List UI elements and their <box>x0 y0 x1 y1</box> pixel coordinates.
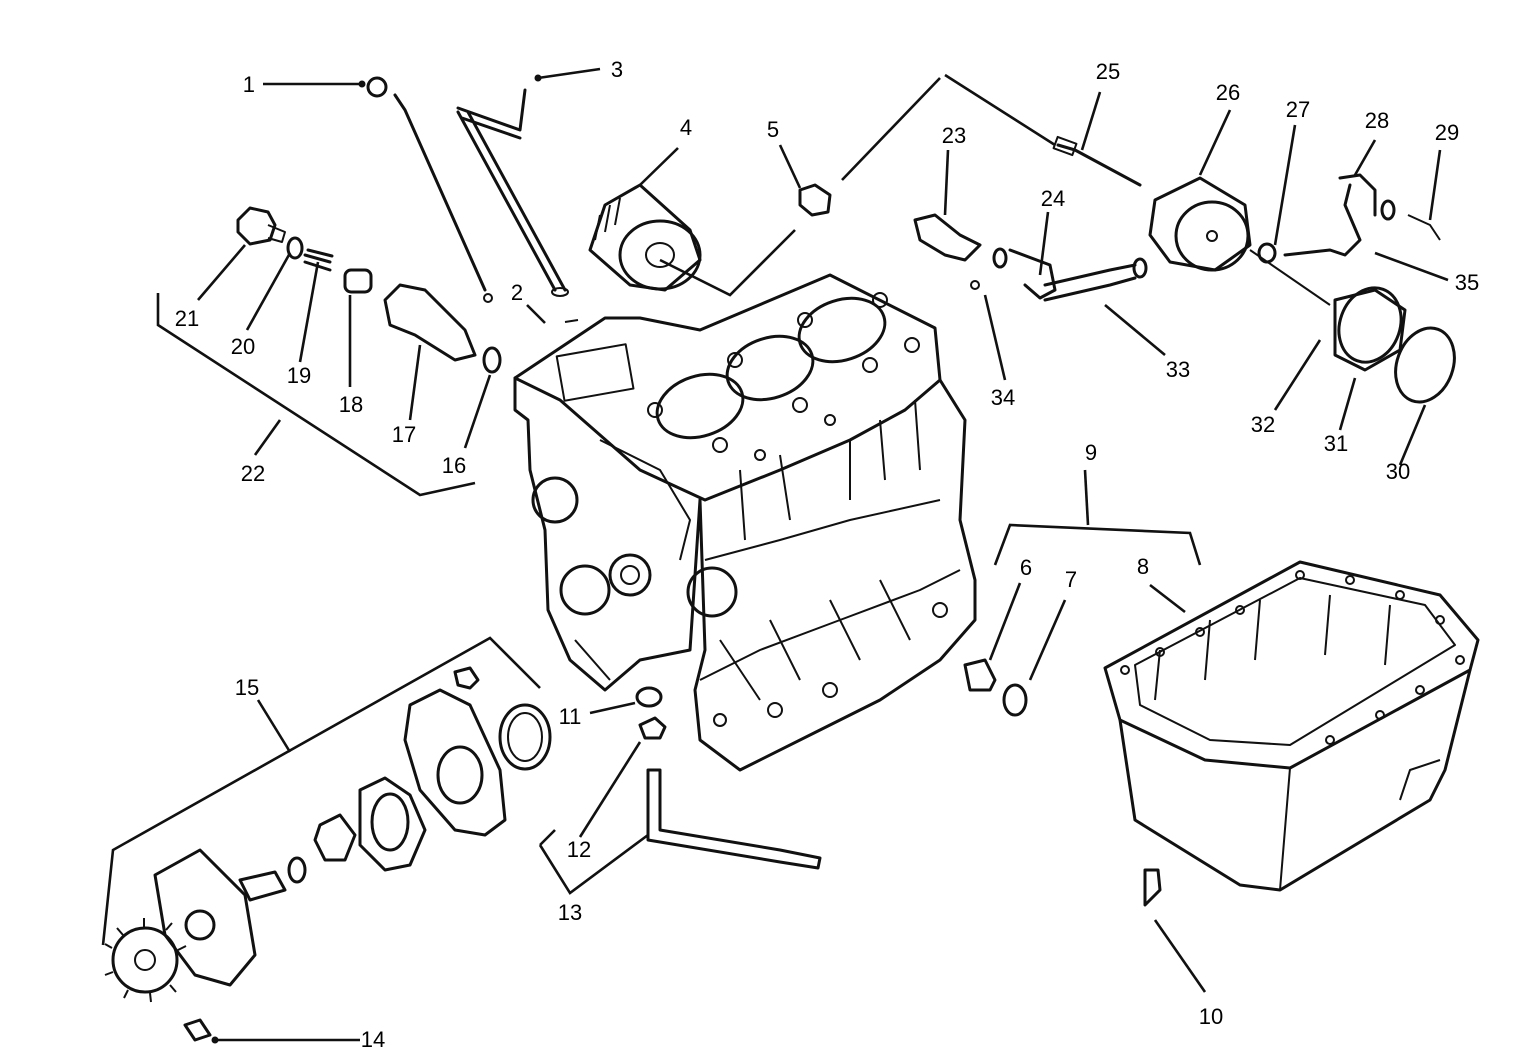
dipstick <box>366 76 579 323</box>
callout-17: 17 <box>392 422 416 447</box>
callout-35: 35 <box>1455 270 1479 295</box>
callout-25: 25 <box>1096 59 1120 84</box>
callout-34: 34 <box>991 385 1015 410</box>
callout-19: 19 <box>287 363 311 388</box>
callout-9: 9 <box>1085 440 1097 465</box>
callout-28: 28 <box>1365 108 1389 133</box>
callout-15: 15 <box>235 675 259 700</box>
callout-26: 26 <box>1216 80 1240 105</box>
small-parts <box>453 183 1162 907</box>
oil-filter <box>588 183 702 292</box>
callout-33: 33 <box>1166 357 1190 382</box>
callout-14: 14 <box>361 1027 385 1052</box>
callout-12: 12 <box>567 837 591 862</box>
oil-cooler-assembly <box>913 135 1456 404</box>
callout-labels: 1 2 3 4 5 6 7 8 9 10 11 12 13 14 15 16 1… <box>175 57 1479 1052</box>
callout-13: 13 <box>558 900 582 925</box>
callout-2: 2 <box>511 280 523 305</box>
oil-pan <box>1103 560 1480 892</box>
leader-lines <box>197 67 1449 1044</box>
callout-3: 3 <box>611 57 623 82</box>
callout-22: 22 <box>241 461 265 486</box>
callout-6: 6 <box>1020 555 1032 580</box>
callout-7: 7 <box>1065 567 1077 592</box>
callout-31: 31 <box>1324 431 1348 456</box>
callout-21: 21 <box>175 306 199 331</box>
callout-8: 8 <box>1137 554 1149 579</box>
callout-18: 18 <box>339 392 363 417</box>
callout-5: 5 <box>767 117 779 142</box>
callout-32: 32 <box>1251 412 1275 437</box>
callout-4: 4 <box>680 115 692 140</box>
oil-pump-assembly <box>104 688 552 1042</box>
callout-27: 27 <box>1286 97 1310 122</box>
callout-20: 20 <box>231 334 255 359</box>
callout-11: 11 <box>559 704 582 729</box>
callout-1: 1 <box>243 72 255 97</box>
callout-10: 10 <box>1199 1004 1223 1029</box>
callout-29: 29 <box>1435 120 1459 145</box>
callout-23: 23 <box>942 123 966 148</box>
relief-valve-parts <box>236 206 502 374</box>
callout-30: 30 <box>1386 459 1410 484</box>
group-brackets <box>101 73 1202 946</box>
cylinder-block <box>513 273 977 772</box>
callout-16: 16 <box>442 453 466 478</box>
callout-24: 24 <box>1041 186 1065 211</box>
